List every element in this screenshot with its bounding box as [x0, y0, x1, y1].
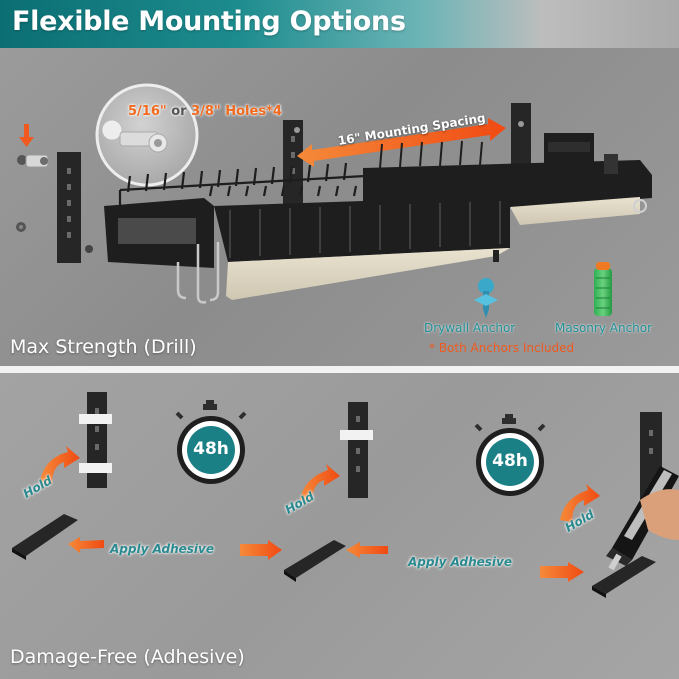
adhesive-caption: Damage-Free (Adhesive) [10, 646, 245, 668]
drill-arrow-icon [19, 124, 34, 147]
stopwatch-icon [175, 400, 247, 484]
drywall-anchor-label: Drywall Anchor [424, 321, 516, 335]
holes-or: or [171, 104, 187, 119]
holes-label: 5/16" or 3/8" Holes*4 [128, 104, 282, 119]
adhesive-tube-icon [606, 466, 679, 571]
anchors-note: * Both Anchors Included [429, 341, 575, 355]
hole-size-a: 5/16" [128, 104, 167, 119]
timer-label-2: 48h [492, 451, 528, 471]
adhesive-panel [0, 373, 679, 679]
mounting-hardware-icon [101, 119, 168, 153]
drill-caption: Max Strength (Drill) [10, 336, 197, 358]
stopwatch-icon [474, 414, 546, 496]
screw-icon [17, 154, 49, 168]
panel-divider [0, 366, 679, 373]
masonry-anchor-icon [594, 262, 612, 316]
spacing-arrow [297, 118, 506, 167]
hole-size-b: 3/8" [191, 104, 221, 119]
apply-adhesive-label-1: Apply Adhesive [110, 542, 214, 556]
timer-label-1: 48h [193, 439, 229, 459]
masonry-anchor-label: Masonry Anchor [555, 321, 653, 335]
drywall-anchor-icon [474, 278, 498, 318]
holes-suffix: Holes*4 [225, 104, 282, 119]
page-title: Flexible Mounting Options [12, 6, 406, 37]
header-banner: Flexible Mounting Options [0, 0, 679, 48]
apply-adhesive-label-2: Apply Adhesive [408, 555, 512, 569]
curved-arrow-icon [40, 446, 80, 484]
